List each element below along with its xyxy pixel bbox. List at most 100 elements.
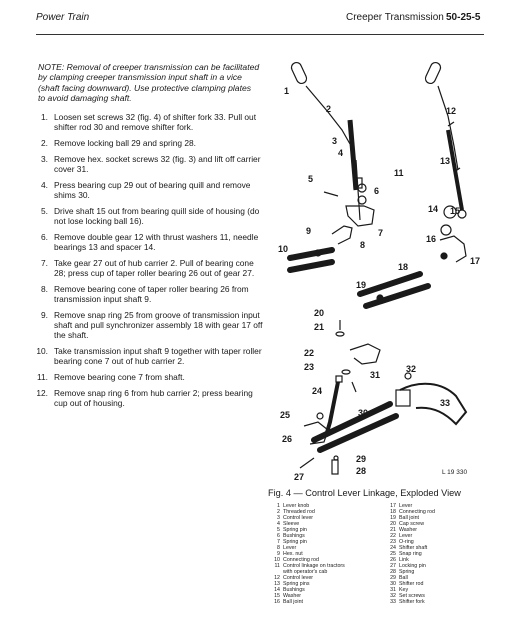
washer <box>440 224 452 236</box>
callout-12: 12 <box>446 106 456 116</box>
key <box>351 381 357 393</box>
step-text: Loosen set screws 32 (fig. 4) of shifter… <box>54 112 257 132</box>
running-header-title: Creeper Transmission <box>346 12 444 23</box>
callout-5: 5 <box>308 174 313 184</box>
running-header-section: Power Train <box>36 12 90 23</box>
callout-3: 3 <box>332 136 337 146</box>
step-item: 11.Remove bearing cone 7 from shaft. <box>36 372 264 382</box>
spring-28 <box>331 459 339 475</box>
callout-24: 24 <box>312 386 322 396</box>
step-text: Take transmission input shaft 9 together… <box>54 346 262 366</box>
step-item: 1. Loosen set screws 32 (fig. 4) of shift… <box>38 112 264 132</box>
step-number: 2. <box>41 138 48 148</box>
figure-caption: Fig. 4 — Control Lever Linkage, Exploded… <box>268 488 461 498</box>
lever-22 <box>349 343 381 365</box>
step-item: 9.Remove snap ring 25 from groove of tra… <box>38 310 264 340</box>
callout-7: 7 <box>378 228 383 238</box>
step-item: 8.Remove bearing cone of taper roller be… <box>38 284 264 304</box>
step-number: 4. <box>41 180 48 190</box>
callout-9: 9 <box>306 226 311 236</box>
step-text: Remove hex. socket screws 32 (fig. 3) an… <box>54 154 261 174</box>
snap-ring <box>316 412 324 420</box>
callout-29: 29 <box>356 454 366 464</box>
hex-nut-arm <box>331 225 353 245</box>
callout-4: 4 <box>338 148 343 158</box>
bushings-right <box>443 205 457 219</box>
callout-16: 16 <box>426 234 436 244</box>
callout-33: 33 <box>440 398 450 408</box>
ball-29 <box>333 455 339 461</box>
step-text: Remove bearing cone of taper roller bear… <box>54 284 249 304</box>
step-number: 7. <box>41 258 48 268</box>
callout-31: 31 <box>370 370 380 380</box>
step-item: 12.Remove snap ring 6 from hub carrier 2… <box>36 388 264 408</box>
step-text: Press bearing cup 29 out of bearing quil… <box>54 180 251 200</box>
lever-knob-left <box>290 61 308 85</box>
step-item: 3.Remove hex. socket screws 32 (fig. 3) … <box>38 154 264 174</box>
control-lever-right <box>437 85 459 171</box>
callout-32: 32 <box>406 364 416 374</box>
step-item: 4. Press bearing cup 29 out of bearing qu… <box>38 180 264 200</box>
callout-13: 13 <box>440 156 450 166</box>
step-text: Remove locking ball 29 and spring 28. <box>54 138 196 148</box>
o-ring <box>341 369 351 375</box>
shifter-rod <box>311 401 393 443</box>
shifter-fork <box>399 382 468 426</box>
callout-11: 11 <box>394 168 404 178</box>
legend-row: with operator's cab <box>283 569 328 575</box>
connecting-rod-18 <box>357 271 423 297</box>
note-paragraph: NOTE: Removal of creeper transmission ca… <box>38 62 260 104</box>
exploded-view-figure: 1 2 3 4 5 6 7 8 9 10 11 12 13 14 15 16 1… <box>278 61 480 480</box>
bushings-left <box>357 183 367 193</box>
threaded-rod <box>305 85 351 145</box>
callout-18: 18 <box>398 262 408 272</box>
spring-pins-right <box>447 121 455 127</box>
step-item: 10. Take transmission input shaft 9 toget… <box>36 346 264 366</box>
callout-8: 8 <box>360 240 365 250</box>
callout-26: 26 <box>282 434 292 444</box>
page-number: 50-25-5 <box>446 12 481 23</box>
lever-8 <box>345 205 375 227</box>
callout-20: 20 <box>314 308 324 318</box>
set-screws <box>404 372 412 380</box>
figure-id-code: L 19 330 <box>442 469 467 476</box>
callout-17: 17 <box>470 256 480 266</box>
callout-2: 2 <box>326 104 331 114</box>
ball-joint-19 <box>376 294 384 302</box>
step-number: 1. <box>41 112 48 122</box>
callout-25: 25 <box>280 410 290 420</box>
step-number: 11. <box>36 372 48 382</box>
callout-28: 28 <box>356 466 366 476</box>
step-text: Drive shaft 15 out from bearing quill si… <box>54 206 260 226</box>
step-number: 10. <box>36 346 48 356</box>
step-number: 6. <box>41 232 48 242</box>
step-item: 7.Take gear 27 out of hub carrier 2. Pul… <box>38 258 264 278</box>
washer-21 <box>335 331 345 337</box>
step-text: Remove double gear 12 with thrust washer… <box>54 232 259 252</box>
callout-23: 23 <box>304 362 314 372</box>
callout-19: 19 <box>356 280 366 290</box>
step-text: Remove snap ring 25 from groove of trans… <box>54 310 263 340</box>
